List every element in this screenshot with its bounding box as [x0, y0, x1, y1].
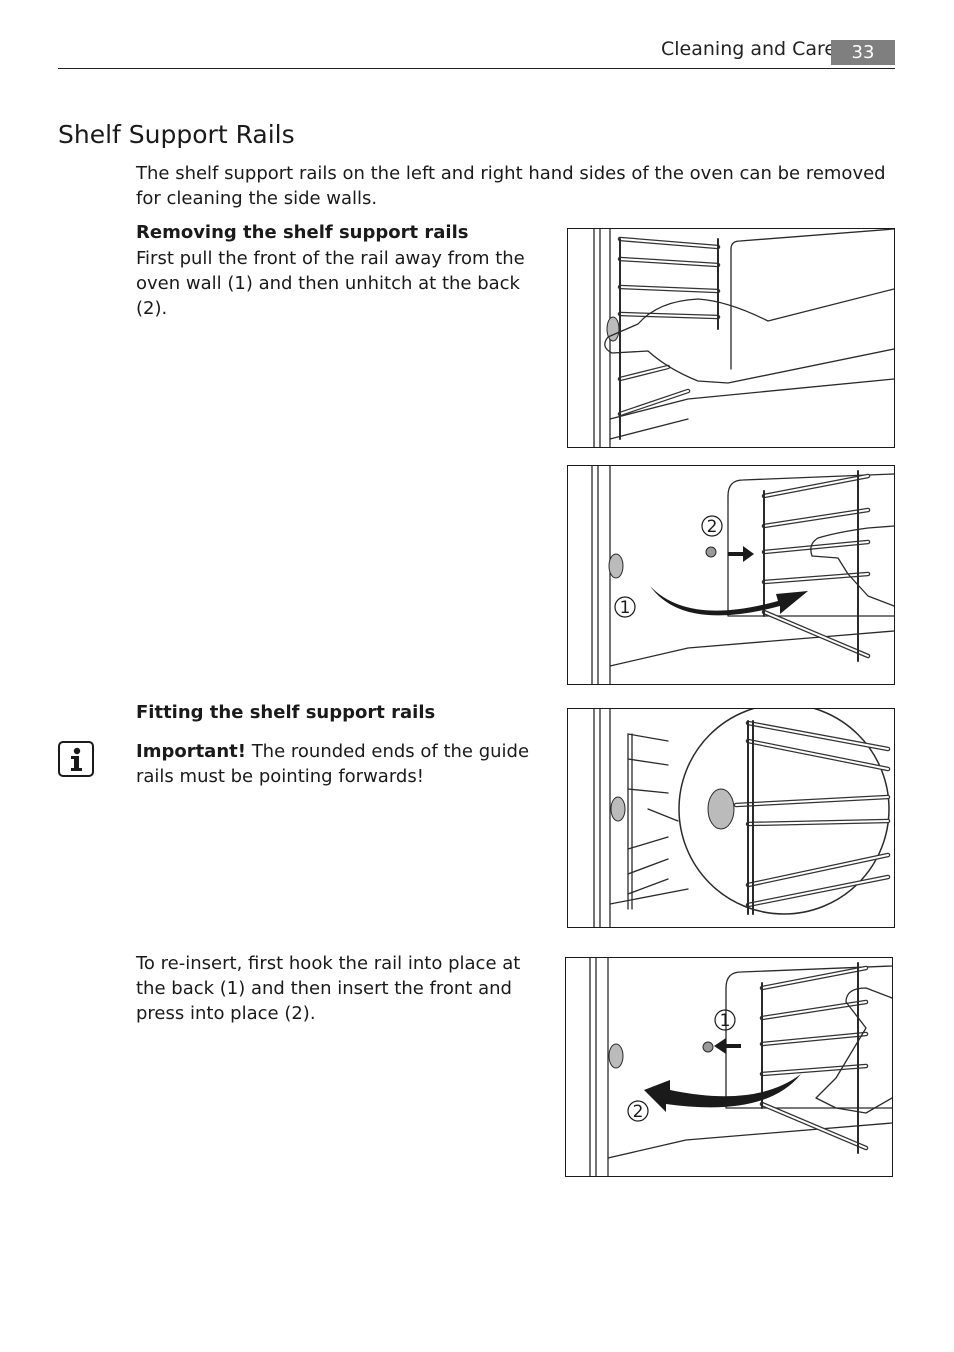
figure-rounded-ends [567, 708, 895, 928]
shelf-rail [759, 962, 869, 1154]
intro-paragraph: The shelf support rails on the left and … [136, 163, 886, 209]
figure-remove-unhitch: 2 1 [567, 465, 895, 685]
info-icon [58, 741, 94, 777]
header-rule [58, 68, 895, 69]
important-note: Important! The rounded ends of the guide… [136, 739, 548, 789]
running-header: Cleaning and Care [661, 38, 837, 60]
callout-front: 2 [633, 1102, 644, 1122]
shelf-rail-zoom [733, 720, 891, 915]
figure-remove-pull [567, 228, 895, 448]
callout-front: 1 [620, 598, 631, 618]
shelf-rail [617, 236, 721, 440]
important-text: The rounded ends of the guide rails must… [136, 741, 530, 787]
removing-heading: Removing the shelf support rails [136, 222, 469, 243]
reinsert-text: To re-insert, first hook the rail into p… [136, 953, 521, 1024]
callout-back: 2 [707, 517, 718, 537]
section-title: Shelf Support Rails [58, 120, 295, 149]
shelf-rail-small [627, 733, 669, 910]
fitting-heading: Fitting the shelf support rails [136, 702, 436, 723]
page-number: 33 [831, 40, 895, 65]
shelf-rail [761, 470, 871, 662]
important-label: Important! [136, 741, 246, 762]
removing-text: First pull the front of the rail away fr… [136, 248, 525, 319]
callout-back: 1 [720, 1011, 731, 1031]
figure-reinsert: 1 2 [565, 957, 893, 1177]
